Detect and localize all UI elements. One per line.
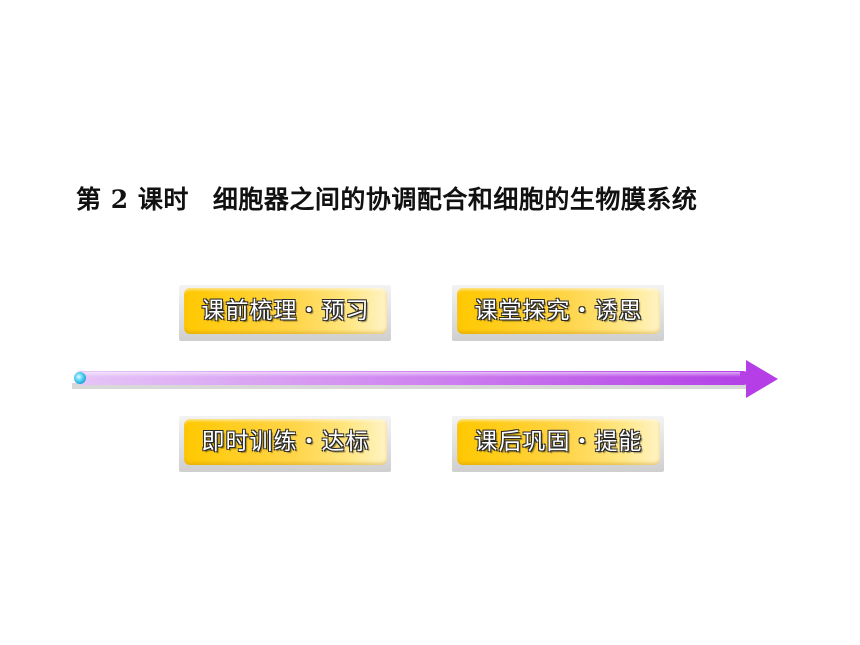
arrow-start-dot [74,372,86,384]
preview-button-label: 课前梳理・预习 [201,298,370,324]
timeline-arrow [72,360,778,398]
arrow-head [746,360,778,398]
lesson-title: 第 2 课时细胞器之间的协调配合和细胞的生物膜系统 [76,180,816,220]
training-button-label: 即时训练・达标 [201,429,370,455]
training-button[interactable]: 即时训练・达标 [179,416,391,472]
lesson-title-prefix: 第 [76,185,102,214]
lesson-number: 2 [110,185,129,214]
explore-button-label: 课堂探究・诱思 [474,298,643,324]
homework-button-label: 课后巩固・提能 [474,429,643,455]
lesson-topic: 细胞器之间的协调配合和细胞的生物膜系统 [212,185,698,214]
homework-button[interactable]: 课后巩固・提能 [452,416,664,472]
arrow-shaft-shadow [72,383,748,389]
lesson-title-suffix: 课时 [137,185,189,214]
preview-button[interactable]: 课前梳理・预习 [179,285,391,341]
arrow-shaft-shine [80,372,740,377]
explore-button[interactable]: 课堂探究・诱思 [452,285,664,341]
